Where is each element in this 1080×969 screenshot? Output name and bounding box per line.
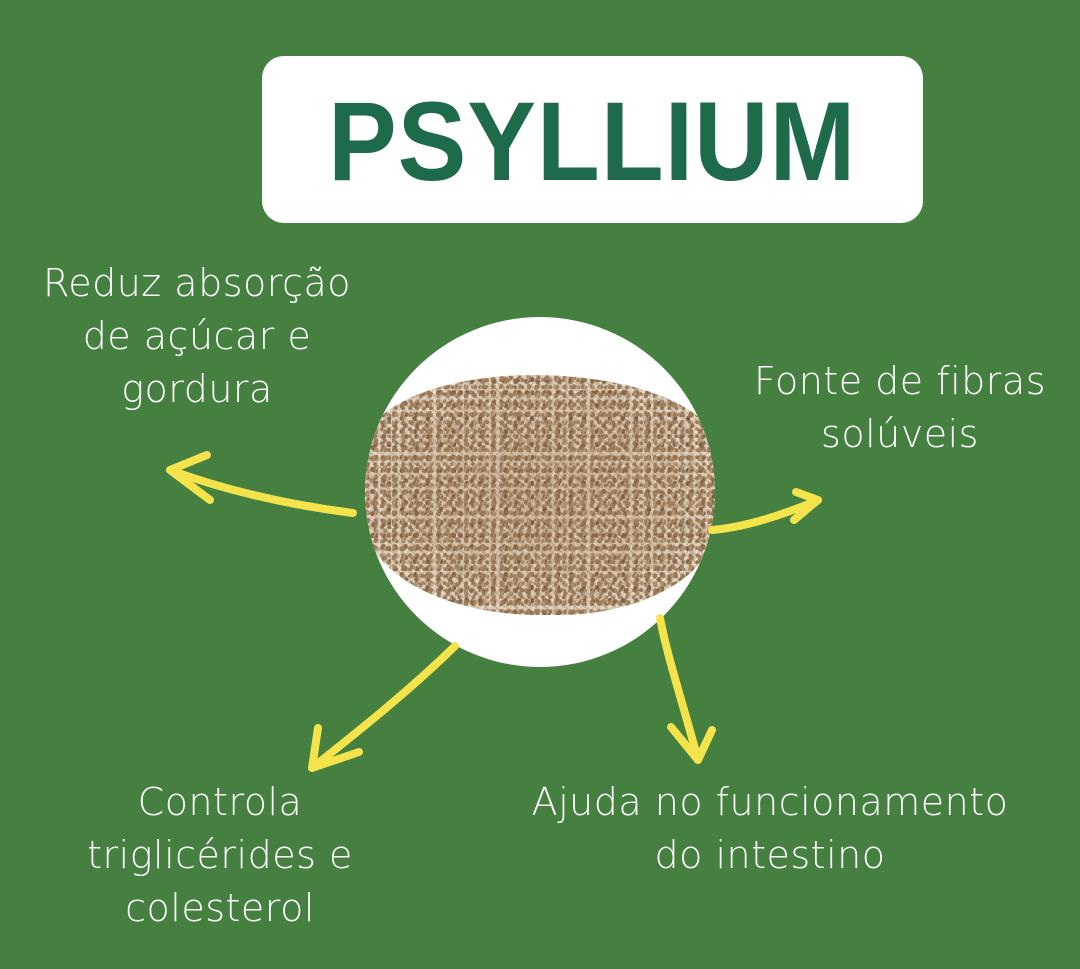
psyllium-powder-photo [365,317,715,667]
arrow-left-icon [166,451,357,517]
benefit-soluble-fiber: Fonte de fibras solúveis [753,359,1047,456]
benefit-cholesterol: Controla triglicérides e colesterol [87,780,353,930]
arrow-down-icon [656,614,716,764]
title-banner: PSYLLIUM [262,56,923,223]
arrow-right-icon [708,488,822,534]
page-title: PSYLLIUM [328,78,857,204]
benefit-intestine: Ajuda no funcionamento do intestino [531,780,1009,877]
benefit-reduce-sugar-fat: Reduz absorção de açúcar e gordura [43,261,351,411]
arrow-down-left-icon [308,642,459,772]
powder-pile [365,375,715,615]
